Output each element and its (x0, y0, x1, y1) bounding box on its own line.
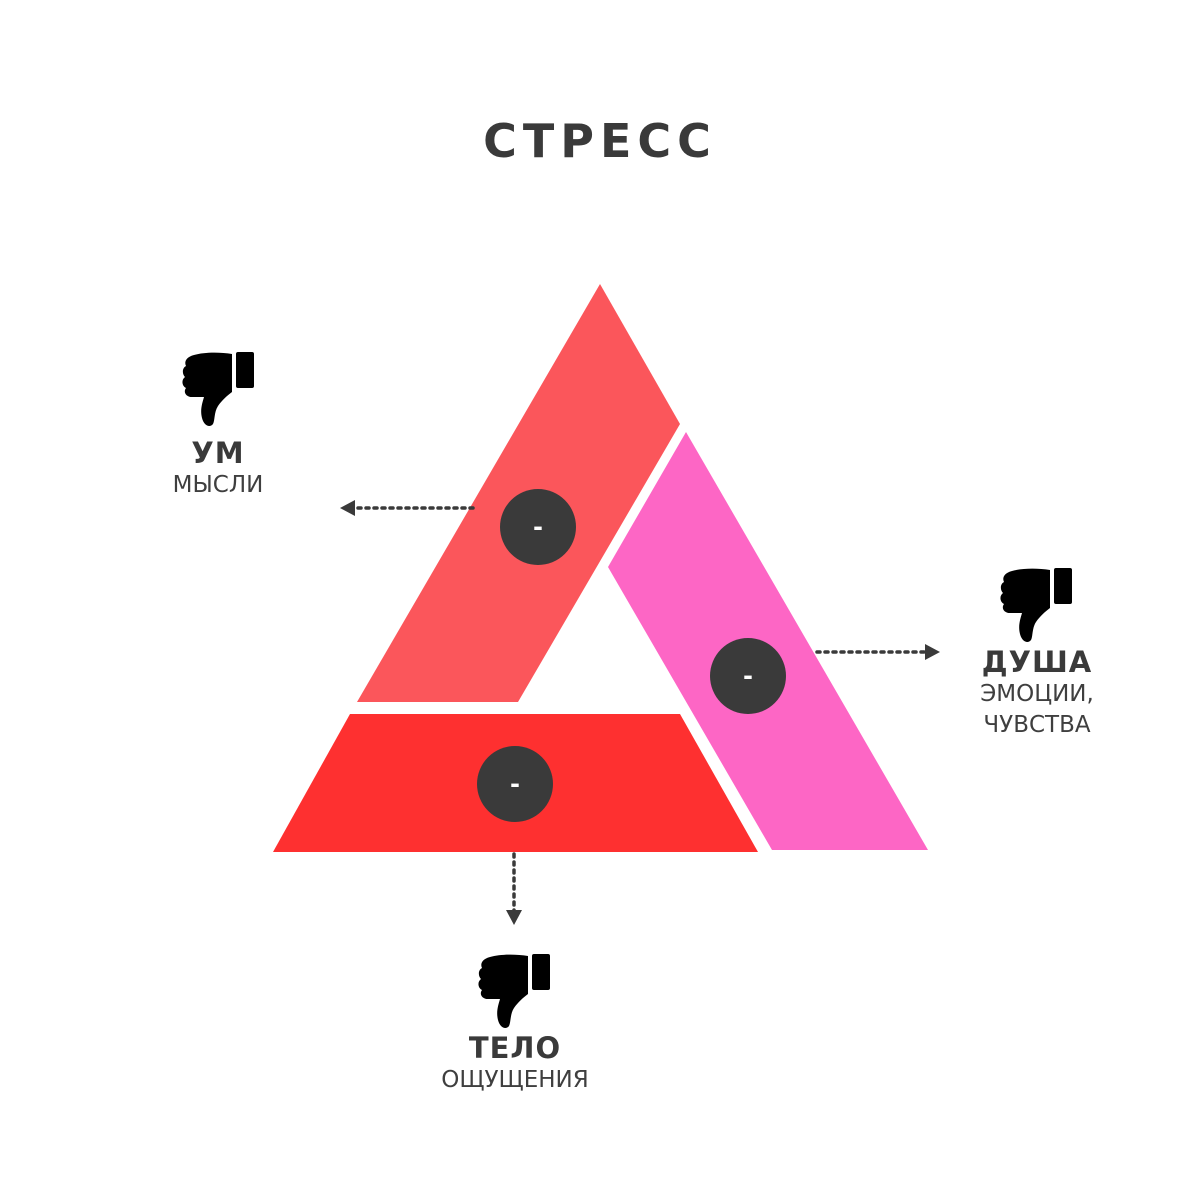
thumbs-down-icon (478, 954, 550, 1028)
body-arrow (506, 852, 522, 925)
mind-arrow (340, 500, 475, 516)
body-minus-marker: - (477, 746, 553, 822)
mind-label-desc: МЫСЛИ (172, 472, 264, 498)
soul-label: ДУША ЭМОЦИИ, ЧУВСТВА (956, 645, 1118, 741)
soul-label-desc-line1: ЭМОЦИИ, (980, 681, 1094, 707)
mind-label: УМ МЫСЛИ (138, 436, 298, 501)
mind-label-name: УМ (191, 436, 245, 470)
soul-label-name: ДУША (981, 645, 1093, 679)
thumbs-down-icon (1000, 568, 1072, 642)
thumbs-down-icon (182, 352, 254, 426)
soul-minus-marker: - (710, 638, 786, 714)
diagram-title: СТРЕСС (483, 114, 717, 168)
mind-marker-label: - (533, 513, 543, 541)
body-label-name: ТЕЛО (468, 1031, 562, 1065)
body-label: ТЕЛО ОЩУЩЕНИЯ (410, 1031, 620, 1096)
soul-label-desc-line2: ЧУВСТВА (983, 712, 1091, 738)
body-marker-label: - (510, 770, 520, 798)
soul-segment (608, 432, 928, 850)
soul-arrow (815, 644, 940, 660)
body-label-desc: ОЩУЩЕНИЯ (441, 1067, 589, 1093)
mind-segment (357, 284, 680, 702)
mind-minus-marker: - (500, 489, 576, 565)
soul-marker-label: - (743, 662, 753, 690)
